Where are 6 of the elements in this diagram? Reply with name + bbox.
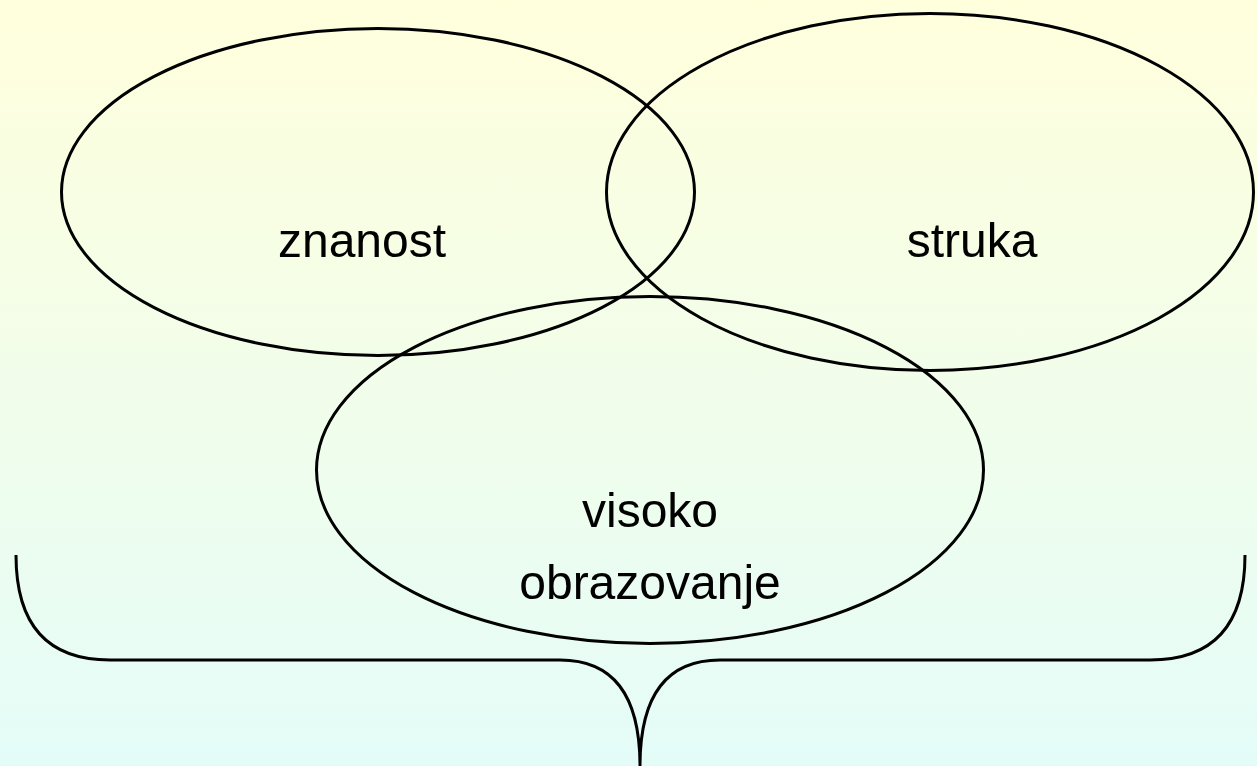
set-label: visoko obrazovanje [518, 483, 782, 611]
set-label: struka [905, 213, 1039, 269]
venn-ellipse [605, 12, 1255, 372]
venn-ellipse [60, 27, 696, 357]
set-label: znanost [276, 213, 448, 269]
venn-ellipse [315, 295, 985, 645]
